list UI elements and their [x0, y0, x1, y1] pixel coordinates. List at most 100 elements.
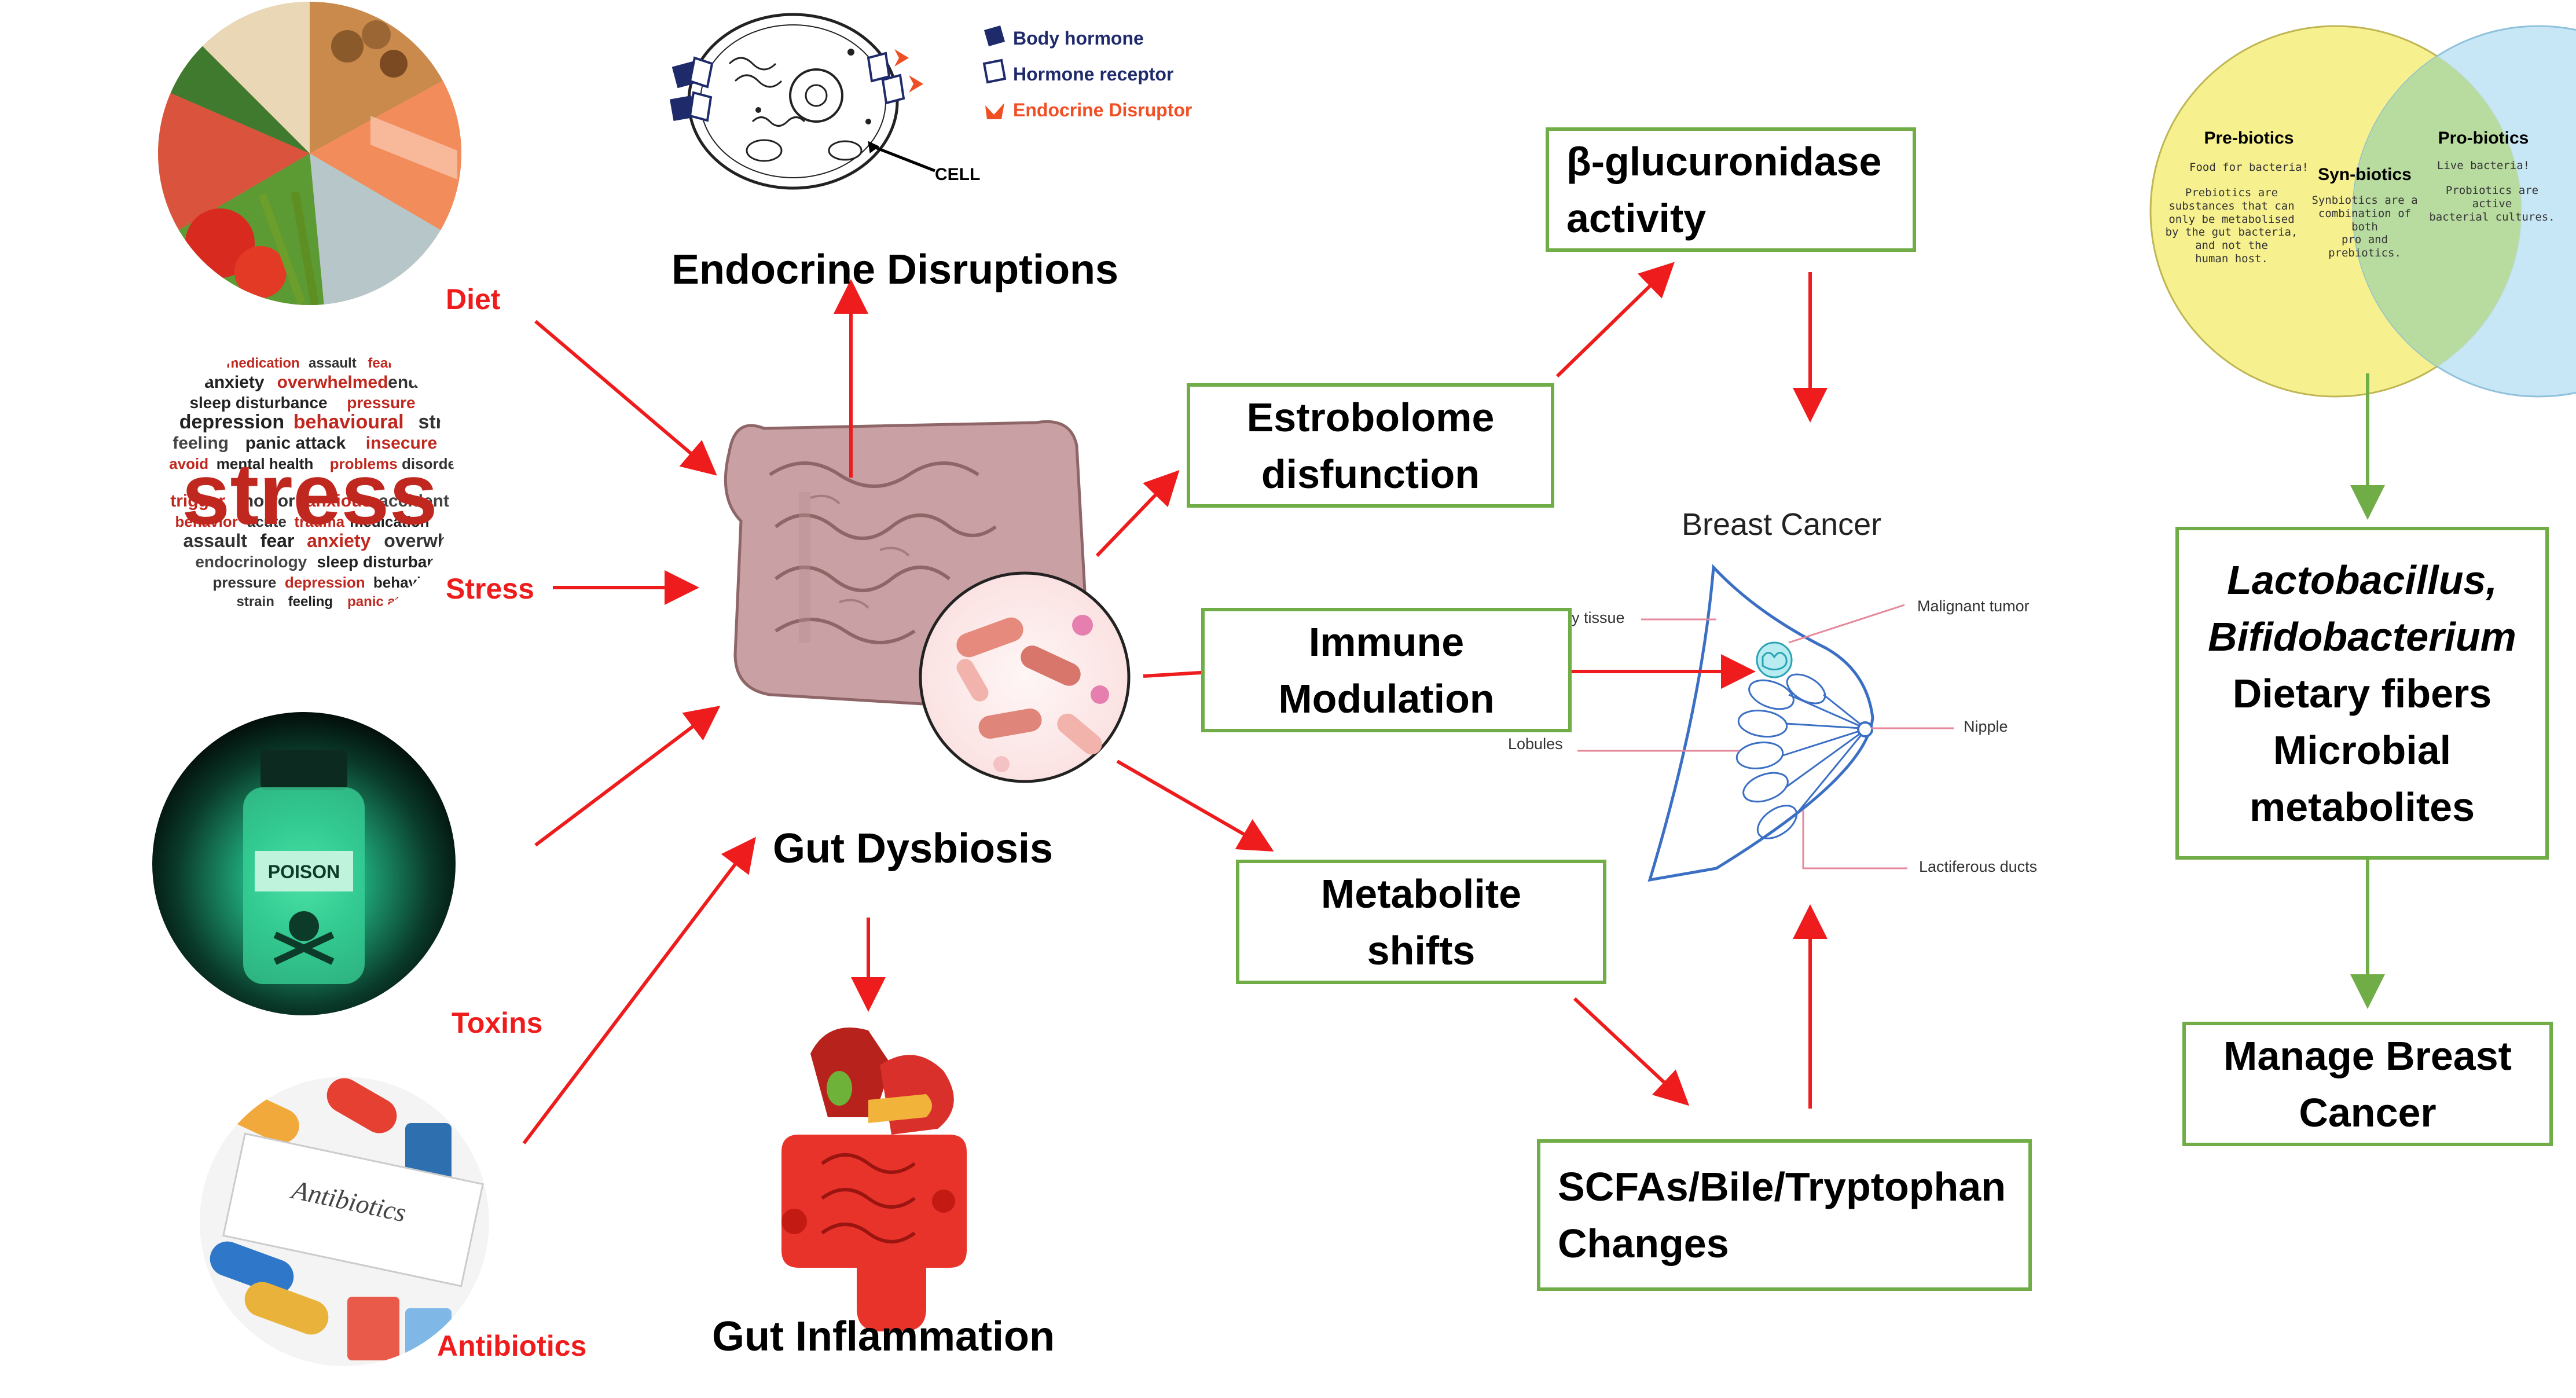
estrobolome-box: Estrobolome disfunction	[1187, 383, 1554, 508]
breast-cancer-title: Breast Cancer	[1682, 507, 1882, 542]
venn-prebiotics-sub1: Food for bacteria!	[2189, 161, 2309, 174]
stress-cloud-word: feeling	[173, 434, 229, 453]
diet-label: Diet	[446, 283, 501, 315]
stress-cloud-word: behavioural	[293, 411, 404, 433]
venn-prebiotics-desc: Prebiotics are substances that can only …	[2165, 186, 2298, 265]
therapy-box: Lactobacillus, Bifidobacterium Dietary f…	[2175, 527, 2549, 860]
beta-glucuronidase-box: β-glucuronidase activity	[1546, 127, 1916, 252]
stress-cloud-word: horror	[243, 491, 295, 511]
nipple-label: Nipple	[1964, 718, 2008, 735]
stress-cloud-word: acute	[247, 513, 287, 530]
stress-cloud-word: feeling	[288, 594, 333, 610]
stress-cloud-word: fear	[260, 530, 295, 551]
arrow-diet-to-gut	[534, 320, 717, 476]
stress-cloud-word: strain	[418, 411, 472, 433]
hormone-receptor-icon	[982, 58, 1007, 84]
stress-cloud-word: endocrinology	[195, 553, 307, 571]
stress-cloud-word: behavioural	[373, 574, 458, 591]
venn-probiotics-desc: Probiotics are active bacterial cultures…	[2429, 184, 2555, 223]
stress-cloud-word: mental health	[216, 455, 314, 472]
stress-cloud-word: strain	[237, 594, 274, 610]
stress-cloud-word: trauma	[294, 513, 344, 530]
stress-cloud-word: medication	[350, 513, 429, 530]
stress-cloud-word: trigger	[170, 491, 225, 511]
endocrine-disruptions-title: Endocrine Disruptions	[671, 247, 1119, 293]
stress-label: Stress	[446, 573, 534, 605]
legend-endocrine-disruptor: Endocrine Disruptor	[1013, 100, 1192, 120]
poison-bottle-label: POISON	[268, 861, 340, 882]
stress-cloud-word: anxious	[306, 491, 372, 511]
legend-hormone-receptor: Hormone receptor	[1013, 64, 1174, 85]
arrow-gut-to-metabolite	[1116, 759, 1274, 852]
cell-receptors	[669, 49, 923, 122]
stress-cloud-word: pressure	[213, 574, 277, 591]
therapy-plain-1: Dietary fibers	[2232, 670, 2492, 716]
stress-cloud-word: disorder	[402, 455, 462, 472]
arrow-antibiotics-to-gut	[522, 836, 756, 1144]
venn-probiotics-sub1: Live bacteria!	[2436, 159, 2530, 172]
estrobolome-line-1: Estrobolome	[1246, 394, 1495, 440]
scfa-line-1: SCFAs/Bile/Tryptophan	[1558, 1164, 2006, 1209]
stress-cloud-word: anxiety	[307, 530, 370, 551]
metabolite-shifts-box: Metabolite shifts	[1236, 860, 1606, 984]
arrow-metabolite-to-scfa	[1573, 997, 1690, 1106]
stress-cloud-word: assault	[309, 355, 357, 371]
endocrine-disruptor-icon	[985, 103, 1004, 119]
diet-image	[158, 2, 461, 305]
therapy-italic-2: Bifidobacterium	[2208, 614, 2516, 659]
stress-cloud-word: depression	[285, 574, 365, 591]
stress-cloud-word: behavior	[175, 513, 238, 530]
stress-cloud-word: depression	[179, 411, 284, 433]
legend-body-hormone: Body hormone	[1013, 28, 1144, 49]
antibiotics-label: Antibiotics	[437, 1330, 587, 1362]
microbe-zoom-circle	[919, 571, 1131, 783]
beta-line-2: activity	[1566, 195, 1707, 241]
cell-illustration	[687, 13, 899, 190]
endocrine-legend	[982, 25, 1007, 119]
stress-cloud-word: insecure	[366, 434, 437, 453]
body-hormone-icon	[984, 25, 1005, 46]
immune-line-2: Modulation	[1278, 676, 1495, 721]
manage-breast-cancer-box: Manage Breast Cancer	[2182, 1022, 2553, 1146]
stress-cloud-word: panic attack	[347, 594, 428, 610]
therapy-plain-2: Microbial	[2273, 727, 2452, 773]
gut-inflammation-image	[781, 1028, 967, 1331]
cell-label: CELL	[935, 165, 981, 184]
lactiferous-ducts-label: Lactiferous ducts	[1919, 858, 2038, 875]
stress-cloud-word: avoid	[169, 455, 208, 472]
stress-cloud-word: medication	[226, 355, 300, 371]
scfa-changes-box: SCFAs/Bile/Tryptophan Changes	[1537, 1139, 2032, 1291]
therapy-plain-3: metabolites	[2250, 784, 2475, 830]
scfa-line-2: Changes	[1558, 1221, 1729, 1266]
venn-synbiotics-desc: Synbiotics are a combination of both pro…	[2311, 194, 2418, 260]
immune-modulation-box: Immune Modulation	[1201, 608, 1572, 732]
stress-cloud-main-word: stress	[182, 445, 438, 542]
toxins-image: POISON	[152, 712, 456, 1015]
estrobolome-line-2: disfunction	[1261, 451, 1480, 497]
therapy-italic-1: Lactobacillus,	[2227, 557, 2497, 603]
stress-cloud-word: accident	[379, 491, 449, 511]
gut-dysbiosis-title: Gut Dysbiosis	[773, 825, 1054, 872]
stress-cloud-word: fear	[368, 355, 393, 371]
metabolite-line-1: Metabolite	[1320, 871, 1522, 916]
beta-line-1: β-glucuronidase	[1566, 138, 1882, 184]
stress-cloud-word: panic attack	[245, 434, 346, 453]
stress-cloud-word: assault	[184, 530, 248, 551]
stress-cloud-word: overwhelmed	[277, 373, 388, 392]
cell-pointer-arrow	[868, 143, 935, 173]
fatty-tissue-label: y tissue	[1572, 609, 1625, 626]
antibiotics-image: Antibiotics	[200, 1077, 489, 1366]
stress-cloud-word: anxiety	[204, 373, 265, 392]
malignant-tumor-label: Malignant tumor	[1917, 597, 2030, 615]
stress-cloud-word: sleep disturbance	[189, 394, 327, 412]
arrow-gut-to-estrobolome	[1095, 470, 1180, 557]
stress-cloud-word: problems	[330, 455, 398, 472]
metabolite-line-2: shifts	[1367, 927, 1476, 973]
gut-inflammation-title: Gut Inflammation	[712, 1313, 1055, 1360]
venn-prebiotics-title: Pre-biotics	[2204, 129, 2294, 148]
breast-diagram	[1647, 564, 1874, 882]
lobules-label: Lobules	[1508, 735, 1563, 753]
breast-callout-lines	[1577, 604, 1954, 869]
toxins-label: Toxins	[452, 1007, 543, 1039]
